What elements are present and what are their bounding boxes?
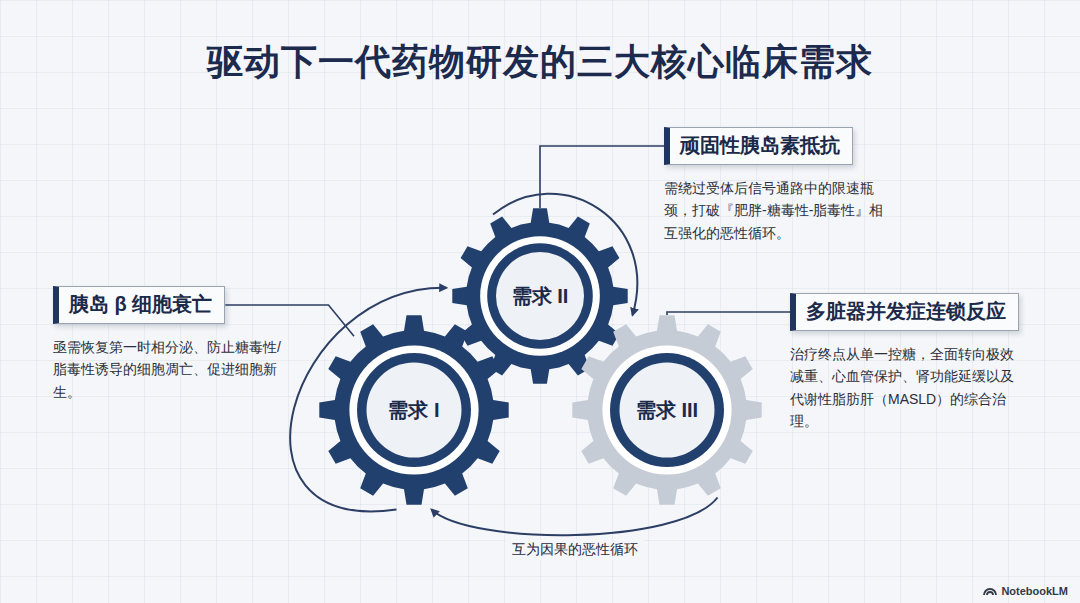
leader-line [667, 312, 790, 315]
diagram-title: 驱动下一代药物研发的三大核心临床需求 [0, 38, 1080, 87]
heading-text: 多脏器并发症连锁反应 [806, 300, 1006, 322]
heading-box: 胰岛 β 细胞衰亡 [53, 286, 225, 324]
callout-card: 多脏器并发症连锁反应治疗终点从单一控糖，全面转向极效减重、心血管保护、肾功能延缓… [790, 293, 1025, 433]
gear-node: 需求 II [452, 208, 628, 384]
gear-teeth [572, 315, 761, 504]
callout-card: 顽固性胰岛素抵抗需绕过受体后信号通路中的限速瓶颈，打破『肥胖-糖毒性-脂毒性』相… [664, 127, 896, 244]
heading-text: 胰岛 β 细胞衰亡 [69, 293, 212, 315]
edge-label: 互为因果的恶性循环 [506, 540, 644, 560]
gear-node: 需求 III [572, 315, 762, 505]
gear-node: 需求 I [319, 315, 509, 505]
watermark: NotebookLM [983, 585, 1068, 597]
gear-label: 需求 II [452, 208, 628, 384]
heading-text: 顽固性胰岛素抵抗 [680, 134, 840, 156]
body-text: 亟需恢复第一时相分泌、防止糖毒性/脂毒性诱导的细胞凋亡、促进细胞新生。 [53, 336, 281, 403]
watermark-icon [983, 586, 997, 596]
leader-line [540, 146, 664, 208]
watermark-text: NotebookLM [1001, 585, 1068, 597]
gear-label: 需求 III [572, 315, 762, 505]
gear-teeth [319, 315, 508, 504]
body-text: 需绕过受体后信号通路中的限速瓶颈，打破『肥胖-糖毒性-脂毒性』相互强化的恶性循环… [664, 177, 896, 244]
gear-label: 需求 I [319, 315, 509, 505]
gear-teeth [452, 208, 627, 383]
callout-card: 胰岛 β 细胞衰亡亟需恢复第一时相分泌、防止糖毒性/脂毒性诱导的细胞凋亡、促进细… [53, 286, 281, 403]
heading-box: 多脏器并发症连锁反应 [790, 293, 1019, 331]
body-text: 治疗终点从单一控糖，全面转向极效减重、心血管保护、肾功能延缓以及代谢性脂肪肝（M… [790, 343, 1025, 433]
leader-line [225, 305, 354, 336]
heading-box: 顽固性胰岛素抵抗 [664, 127, 853, 165]
